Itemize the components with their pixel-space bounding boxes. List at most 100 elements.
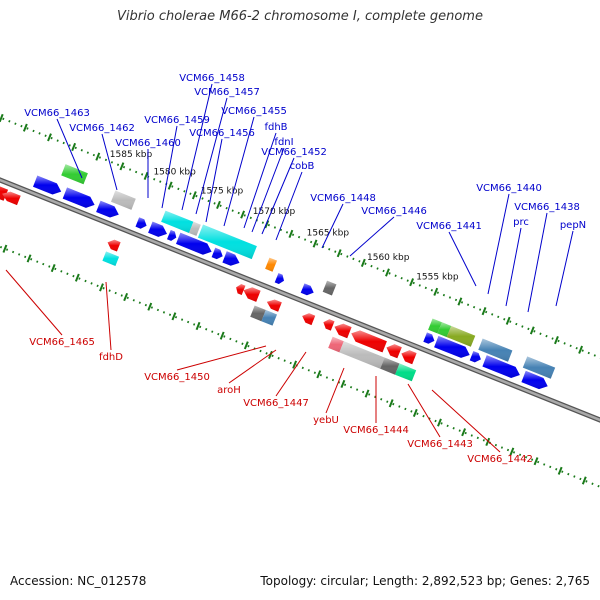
ruler-ring-inner-dot xyxy=(524,455,528,459)
ruler-ring-outer-dot xyxy=(436,291,439,294)
gene-label-reverse: VCM66_1443 xyxy=(407,439,473,450)
ruler-ring-outer-dot xyxy=(460,301,464,304)
major-tick xyxy=(461,428,467,437)
major-tick xyxy=(95,152,101,161)
ruler-ring-inner-dot xyxy=(579,477,582,481)
major-tick xyxy=(533,457,539,466)
ruler-ring-inner-dot xyxy=(555,468,558,471)
major-tick xyxy=(167,181,173,190)
ruler-ring-inner-dot xyxy=(36,260,39,263)
ruler-ring-outer-dot xyxy=(177,187,180,191)
leader-line xyxy=(555,230,574,307)
leader-line xyxy=(275,351,307,397)
gene-label-reverse: VCM66_1465 xyxy=(29,337,95,348)
major-tick xyxy=(481,307,487,316)
major-tick xyxy=(143,171,149,181)
ruler-ring-inner-dot xyxy=(168,313,172,317)
major-tick xyxy=(240,210,246,219)
ruler-ring-outer-dot xyxy=(122,165,126,169)
ruler-ring-inner-dot xyxy=(452,427,455,430)
ruler-ring-outer-dot xyxy=(261,221,264,224)
leader-line xyxy=(261,157,295,235)
major-tick xyxy=(388,399,394,408)
ruler-ring-inner-dot xyxy=(325,376,329,379)
ruler-ring-inner-dot xyxy=(193,323,196,326)
gene-arrow-forward-shading xyxy=(62,187,95,208)
ruler-ring-outer-dot xyxy=(346,255,349,258)
ruler-ring-outer-dot xyxy=(388,272,391,275)
major-tick xyxy=(171,312,177,321)
ruler-ring-inner-dot xyxy=(138,301,141,304)
ruler-ring-inner-dot xyxy=(446,424,449,428)
ruler-ring-outer-dot xyxy=(557,339,560,343)
ruler-ring-inner-dot xyxy=(494,443,498,447)
ruler-ring-inner-dot xyxy=(24,255,27,259)
gene-label-forward: VCM66_1456 xyxy=(189,128,255,139)
ruler-ring-inner-dot xyxy=(60,270,63,273)
leader-line xyxy=(407,383,441,438)
ruler-ring-inner-dot xyxy=(11,250,15,254)
ruler-ring-outer-dot xyxy=(491,313,494,316)
major-tick xyxy=(509,447,515,456)
gene-label-forward: VCM66_1440 xyxy=(476,183,542,194)
ruler-ring-inner-dot xyxy=(331,378,335,382)
gene-block-steel-shading xyxy=(478,338,513,362)
major-tick xyxy=(74,273,80,282)
ruler-ring-outer-dot xyxy=(316,243,319,246)
ruler-ring-outer-dot xyxy=(273,226,277,229)
gene-block-spring-green-shading xyxy=(395,363,417,382)
ruler-ring-inner-dot xyxy=(102,287,105,290)
major-tick xyxy=(292,360,298,369)
gene-arrow-reverse-shading xyxy=(323,319,335,331)
major-tick xyxy=(71,142,77,152)
ruler-ring-outer-dot xyxy=(497,315,500,319)
ruler-ring-outer-dot xyxy=(442,293,446,297)
ruler-ring-inner-dot xyxy=(368,393,371,396)
ruler-ring-outer-dot xyxy=(128,168,132,171)
ruler-ring-outer-dot xyxy=(201,197,204,200)
ruler-ring-outer-dot xyxy=(412,281,415,285)
accession-text: Accession: NC_012578 xyxy=(10,574,147,588)
ruler-ring-inner-dot xyxy=(289,361,292,365)
ruler-ring-outer-dot xyxy=(466,303,470,306)
leader-line xyxy=(161,125,178,209)
major-tick xyxy=(195,321,201,331)
gene-label-forward: VCM66_1448 xyxy=(310,193,376,204)
ruler-ring-inner-dot xyxy=(0,245,3,249)
ruler-ring-outer-dot xyxy=(545,334,548,338)
ruler-ring-inner-dot xyxy=(440,422,443,425)
gene-arrow-forward-shading xyxy=(33,175,62,195)
ruler-ring-inner-dot xyxy=(307,369,310,372)
ruler-ring-inner-dot xyxy=(223,335,226,338)
scale-label: 1575 kbp xyxy=(201,186,244,196)
leader-line xyxy=(448,231,477,287)
major-tick xyxy=(264,220,270,229)
ruler-ring-outer-dot xyxy=(509,320,512,323)
ruler-ring-outer-dot xyxy=(249,216,252,220)
gene-arrow-forward-shading xyxy=(300,283,314,296)
ruler-ring-inner-dot xyxy=(162,311,166,314)
ruler-ring-outer-dot xyxy=(38,132,41,135)
ruler-ring-outer-dot xyxy=(14,122,17,125)
leader-line xyxy=(228,349,277,384)
gene-label-forward: prc xyxy=(513,217,529,228)
major-tick xyxy=(50,263,56,273)
ruler-ring-inner-dot xyxy=(549,465,552,469)
gene-label-forward: VCM66_1438 xyxy=(514,202,580,213)
ruler-ring-inner-dot xyxy=(48,265,51,268)
gene-arrow-forward-shading xyxy=(222,251,240,266)
ruler-ring-inner-dot xyxy=(211,330,214,333)
ruler-ring-inner-dot xyxy=(301,366,304,370)
ruler-ring-outer-dot xyxy=(303,238,307,241)
major-tick xyxy=(312,239,318,248)
leader-line xyxy=(505,227,522,307)
gene-block-pink-shading xyxy=(328,336,344,353)
ruler-ring-inner-dot xyxy=(500,446,504,449)
ruler-ring-outer-dot xyxy=(521,325,524,328)
ruler-ring-inner-dot xyxy=(271,354,274,358)
ruler-ring-outer-dot xyxy=(382,269,385,273)
ruler-ring-outer-dot xyxy=(352,257,355,261)
gene-arrow-forward-shading xyxy=(434,336,470,358)
gene-arrow-reverse-shading xyxy=(266,299,282,312)
